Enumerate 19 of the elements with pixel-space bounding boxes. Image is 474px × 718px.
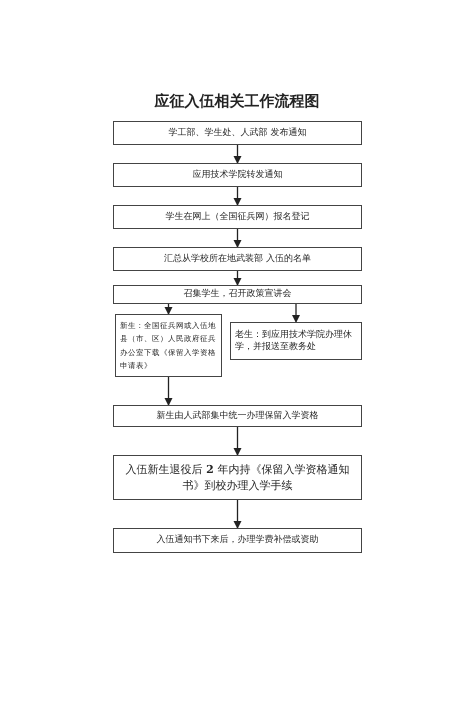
process-box: 入伍通知书下来后，办理学费补偿或资助 (113, 528, 362, 553)
arrow (234, 427, 242, 456)
process-box: 学工部、学生处、人武部 发布通知 (113, 121, 362, 145)
arrow (234, 187, 242, 206)
process-box: 汇总从学校所在地武装部 入伍的名单 (113, 247, 362, 271)
process-box: 应用技术学院转发通知 (113, 163, 362, 187)
title: 应征入伍相关工作流程图 (153, 92, 320, 111)
arrow (234, 500, 242, 529)
arrow (164, 377, 172, 406)
arrow (234, 229, 242, 248)
process-box: 老生：到应用技术学院办理休学，并报送至教务处 (230, 322, 362, 360)
process-box: 学生在网上（全国征兵网）报名登记 (113, 205, 362, 229)
process-box: 新生由人武部集中统一办理保留入学资格 (113, 405, 362, 427)
arrow (292, 304, 300, 323)
process-box: 入伍新生退役后 2 年内持《保留入学资格通知书》到校办理入学手续 (113, 455, 362, 500)
process-box: 召集学生，召开政策宣讲会 (113, 285, 362, 304)
arrow (234, 145, 242, 164)
arrow (234, 271, 242, 286)
arrow (164, 304, 172, 315)
